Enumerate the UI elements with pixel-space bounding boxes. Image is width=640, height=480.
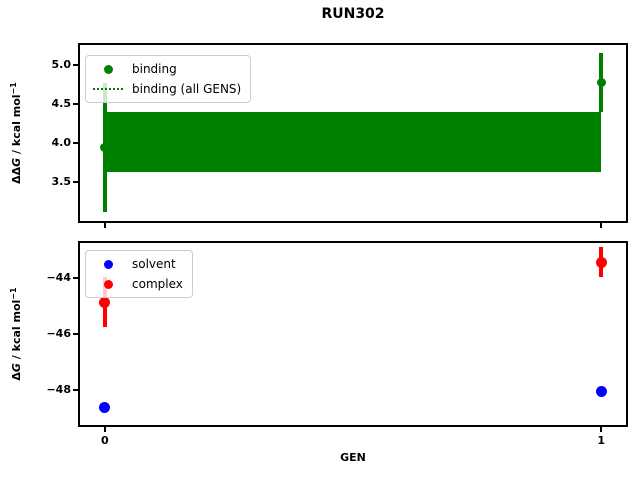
- dg-x-tick-label: 1: [597, 434, 605, 447]
- legend-label: binding (all GENS): [132, 82, 242, 96]
- marker-complex-gen1: [595, 256, 607, 268]
- binding-legend-handle: [93, 63, 123, 75]
- ddg-y-tick: [73, 63, 78, 66]
- ddg-y-tick-label: 5.0: [51, 57, 72, 71]
- ddg-y-axis-label: ΔΔG / kcal mol−1: [8, 48, 26, 218]
- legend-label: binding: [132, 62, 177, 76]
- dg-x-tick-label: 0: [100, 434, 109, 447]
- binding-all-gens-legend-handle: [93, 83, 123, 95]
- y-axis-label-part: −1: [9, 287, 18, 300]
- ddg-x-tick: [600, 223, 603, 228]
- dg-y-tick: [73, 389, 78, 391]
- marker-binding-gen0: [100, 142, 110, 152]
- dg-y-tick-label: −48: [46, 383, 71, 396]
- ddg-y-tick: [73, 180, 78, 183]
- solvent-legend-handle: [93, 258, 123, 270]
- legend-item-solvent: solvent: [93, 254, 183, 274]
- binding-marker-icon: [103, 64, 113, 74]
- legend-item-complex: complex: [93, 274, 183, 294]
- ddg-y-tick-label: 4.0: [51, 135, 72, 149]
- legend-item-binding: binding: [93, 59, 241, 79]
- x-axis-label: GEN: [340, 451, 366, 464]
- binding-all-gens-band: [104, 112, 602, 172]
- ddg-y-tick: [73, 102, 78, 105]
- complex-marker-icon: [103, 279, 113, 289]
- dg-x-tick: [103, 427, 106, 432]
- dg-y-tick: [73, 333, 78, 335]
- complex-legend-handle: [93, 278, 123, 290]
- dg-y-tick: [73, 277, 78, 279]
- dg-y-tick-label: −44: [46, 271, 71, 284]
- ddg-x-tick: [103, 223, 106, 228]
- dg-x-tick: [600, 427, 603, 432]
- marker-solvent-gen1: [595, 385, 607, 397]
- ddg-legend: binding binding (all GENS): [85, 55, 252, 103]
- legend-label: complex: [132, 277, 183, 291]
- ddg-axes: binding binding (all GENS): [78, 43, 628, 223]
- dg-y-tick-label: −46: [46, 327, 71, 340]
- ddg-y-tick-label: 3.5: [51, 174, 72, 188]
- dg-y-axis-label: ΔG / kcal mol−1: [8, 249, 26, 419]
- binding-all-gens-dotted-line-icon: [93, 88, 123, 90]
- y-axis-label-part: ΔΔ: [10, 166, 23, 184]
- ddg-y-tick: [73, 141, 78, 144]
- y-axis-label-part: / kcal mol: [10, 299, 23, 364]
- dg-legend: solvent complex: [85, 250, 193, 298]
- dg-axes: solvent complex: [78, 241, 628, 427]
- y-axis-label-part: Δ: [10, 372, 23, 381]
- ddg-y-tick-label: 4.5: [51, 96, 72, 110]
- y-axis-label-part: / kcal mol: [10, 94, 23, 158]
- marker-binding-gen1: [596, 78, 606, 88]
- y-axis-label-part: −1: [9, 82, 18, 95]
- y-axis-label-part: G: [10, 363, 23, 373]
- marker-solvent-gen0: [99, 402, 111, 414]
- solvent-marker-icon: [103, 259, 113, 269]
- figure-title: RUN302: [321, 6, 385, 22]
- legend-label: solvent: [132, 257, 176, 271]
- marker-complex-gen0: [99, 296, 111, 308]
- y-axis-label-part: G: [10, 157, 23, 167]
- legend-item-binding-all-gens: binding (all GENS): [93, 79, 241, 99]
